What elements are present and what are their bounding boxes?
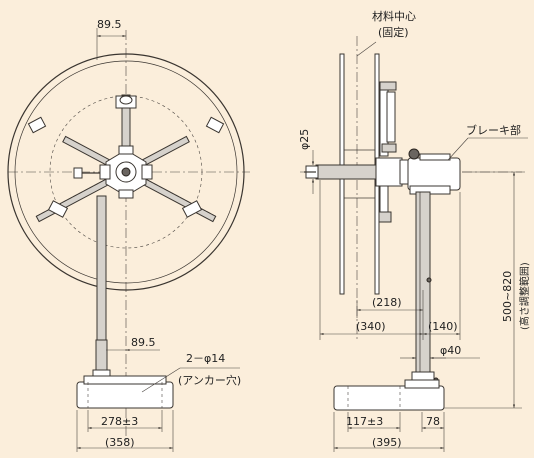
- side-post: [415, 191, 431, 377]
- side-view: ブレーキ部 材料中心 (固定) φ25 (218) (340) (140): [298, 9, 531, 452]
- side-base-inner: 117±3: [346, 415, 383, 428]
- reel-inner-ring: [14, 60, 238, 284]
- anchor-note: (アンカー穴): [178, 373, 241, 387]
- height-note: (高さ調整範囲): [518, 262, 531, 330]
- dim-140: (140): [428, 320, 458, 333]
- reel-outer-ring: [7, 53, 245, 291]
- clamp-left-lower: [47, 200, 69, 218]
- clamp-left-upper: [27, 116, 47, 134]
- material-center-note: (固定): [378, 25, 409, 39]
- dim-218: (218): [372, 296, 402, 309]
- shaft-dia: φ25: [298, 129, 311, 150]
- brake-housing: [407, 157, 461, 191]
- brake-label: ブレーキ部: [466, 123, 521, 137]
- height-range: 500~820: [501, 271, 514, 322]
- front-base-inner: 278±3: [101, 415, 138, 428]
- dim-top-value: 89.5: [97, 18, 122, 31]
- side-hub: [375, 157, 403, 187]
- side-base-right: 78: [426, 415, 440, 428]
- front-base: [76, 381, 174, 409]
- clamp-right-upper: [205, 116, 225, 134]
- front-view: 89.5 89.5 2－φ14 (アンカー穴) 278±3 (358): [7, 18, 250, 452]
- dim-bottom-value: 89.5: [131, 336, 156, 349]
- material-center-label: 材料中心: [372, 9, 416, 23]
- side-base: [333, 385, 445, 411]
- material-circle: [49, 95, 203, 249]
- anchor-label: 2－φ14: [186, 352, 225, 365]
- front-base-outer: (358): [105, 436, 135, 449]
- post-dia: φ40: [440, 344, 461, 357]
- side-base-outer: (395): [372, 436, 402, 449]
- clamp-right-lower: [181, 200, 203, 218]
- dim-340: (340): [356, 320, 386, 333]
